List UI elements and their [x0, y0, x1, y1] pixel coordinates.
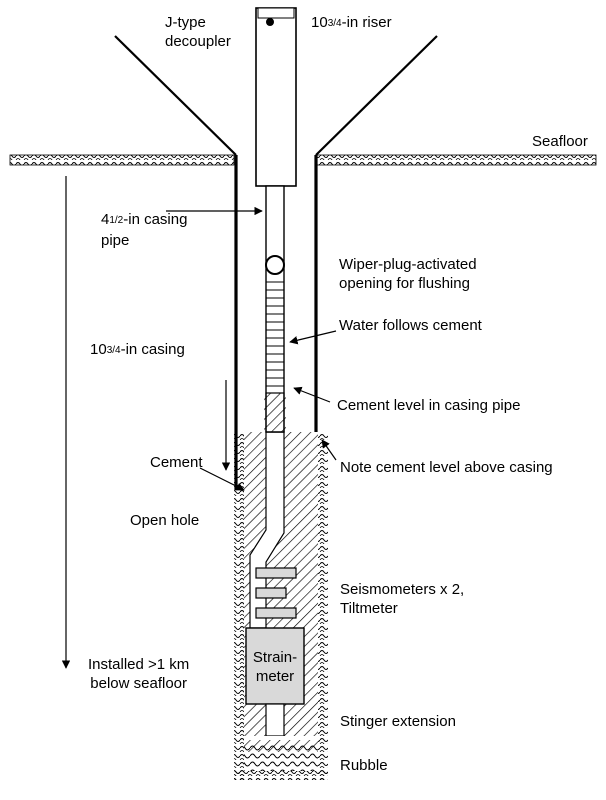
wiper-label-line2: opening for flushing — [339, 275, 470, 292]
casing-pipe-label-line1: 41/2-in casing — [101, 210, 187, 231]
installed-label-line2: below seafloor — [90, 675, 188, 692]
cement-level-pipe-label: Cement level in casing pipe — [337, 396, 520, 415]
casing-pipe-label-text: -in casing — [123, 211, 188, 228]
note-cement-label-text: Note cement level above casing — [340, 459, 553, 476]
open-hole-walls — [234, 432, 328, 780]
casing-pipe-label-line2: pipe — [101, 232, 130, 249]
casing-pipe-label: 41/2-in casing pipe — [101, 210, 187, 250]
water-label-text: Water follows cement — [339, 317, 482, 334]
stinger-extension — [244, 703, 318, 740]
casing-label-text: -in casing — [120, 341, 185, 358]
installed-label: Installed >1 km below seafloor — [88, 655, 189, 693]
casing-label-fraction: 3/4 — [106, 345, 121, 356]
stinger-label-text: Stinger extension — [340, 713, 456, 730]
wiper-label-line1: Wiper-plug-activated — [339, 256, 477, 273]
seismometers-label: Seismometers x 2, Tiltmeter — [340, 580, 464, 618]
strainmeter-box — [245, 627, 305, 705]
water-label: Water follows cement — [339, 316, 482, 335]
riser-label-fraction: 3/4 — [327, 18, 342, 29]
seafloor-band — [9, 154, 597, 166]
seismometers-label-line2: Tiltmeter — [340, 600, 398, 617]
strainmeter-label-line1: Strain- — [252, 649, 298, 666]
seafloor-label-text: Seafloor — [532, 133, 588, 150]
rubble-fill — [244, 744, 318, 771]
rubble-label-text: Rubble — [340, 757, 388, 774]
casing-pipe — [265, 185, 285, 433]
casing-pipe-label-fraction: 1/2 — [109, 215, 124, 226]
decoupler-label: J-type decoupler — [165, 13, 231, 51]
seismometer-bars — [255, 567, 297, 619]
annotation-arrows — [61, 176, 337, 669]
open-hole-label: Open hole — [130, 511, 199, 530]
cement-label: Cement — [150, 453, 203, 472]
decoupler-label-line2: decoupler — [165, 33, 231, 50]
strainmeter-label: Strain- meter — [246, 648, 304, 686]
casing-label-number: 10 — [90, 341, 107, 358]
cement-level-pipe-label-text: Cement level in casing pipe — [337, 397, 521, 414]
casing-label: 103/4-in casing — [90, 340, 185, 361]
casing-pipe-label-number: 4 — [101, 211, 110, 228]
decoupler-label-line1: J-type — [165, 14, 206, 31]
decoupler-funnel — [114, 35, 438, 156]
note-cement-label: Note cement level above casing — [340, 458, 553, 477]
cement-label-text: Cement — [150, 454, 203, 471]
strainmeter-label-line2: meter — [255, 668, 295, 685]
wiper-label: Wiper-plug-activated opening for flushin… — [339, 255, 477, 293]
riser-label: 103/4-in riser — [311, 13, 392, 34]
rubble-label: Rubble — [340, 756, 388, 775]
riser-label-number: 10 — [311, 14, 328, 31]
open-hole-label-text: Open hole — [130, 512, 200, 529]
seismometers-label-line1: Seismometers x 2, — [340, 581, 465, 598]
stinger-label: Stinger extension — [340, 712, 456, 731]
installed-label-line1: Installed >1 km — [88, 656, 190, 673]
riser-label-text: -in riser — [341, 14, 392, 31]
riser — [255, 7, 297, 187]
seafloor-label: Seafloor — [532, 132, 588, 151]
